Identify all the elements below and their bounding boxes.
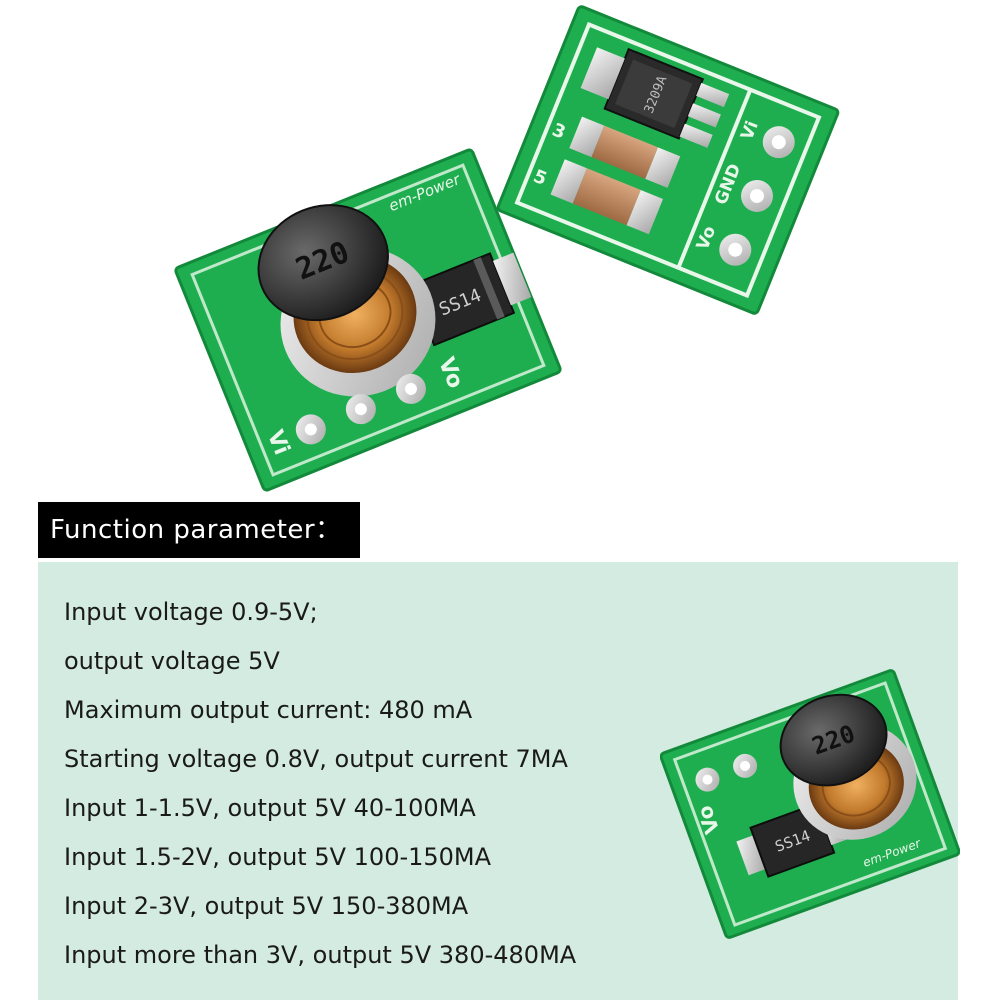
parameter-list: Input voltage 0.9-5V; output voltage 5V … [64,588,576,980]
power-inductor: 220 [779,693,917,840]
parameter-item: Input 1.5-2V, output 5V 100-150MA [64,843,492,871]
smd-capacitor-1 [569,116,681,188]
regulator-chip: 3209A [580,47,730,148]
pin-pad-gnd [741,179,774,212]
section-title: Function parameter： [38,502,360,558]
pcb-board-regulator: 3209A 3 5 [496,5,840,315]
parameter-item: Starting voltage 0.8V, output current 7M… [64,745,568,773]
parameter-panel: Input voltage 0.9-5V; output voltage 5V … [38,562,960,1000]
schottky-diode: SS14 [392,252,532,347]
smd-capacitor-2 [550,159,664,235]
parameter-item: Input 1-1.5V, output 5V 40-100MA [64,794,476,822]
pin-pad [695,767,720,792]
parameter-item: Input more than 3V, output 5V 380-480MA [64,941,577,969]
parameter-item: Input 2-3V, output 5V 150-380MA [64,892,469,920]
parameter-item: Input voltage 0.9-5V; [64,598,318,626]
product-photo-area: 3209A 3 5 [174,5,840,492]
parameter-item: output voltage 5V [64,647,280,675]
parameter-item: Maximum output current: 480 mA [64,696,473,724]
pin-pad-vi [762,126,795,159]
product-photo: 3209A 3 5 [174,5,840,492]
pin-pad [295,414,326,445]
pin-pad [395,373,426,404]
pin-pad [345,394,376,425]
power-inductor: 220 [257,204,436,397]
pin-pad [733,753,758,778]
pcb-board-inset: Vo SS14 220 em-Power [660,669,960,939]
pin-pad-vo [719,233,752,266]
pcb-board-boost: SS14 220 em-Power Vi Vo [174,148,562,492]
inset-board-photo: Vo SS14 220 em-Power [660,669,960,939]
